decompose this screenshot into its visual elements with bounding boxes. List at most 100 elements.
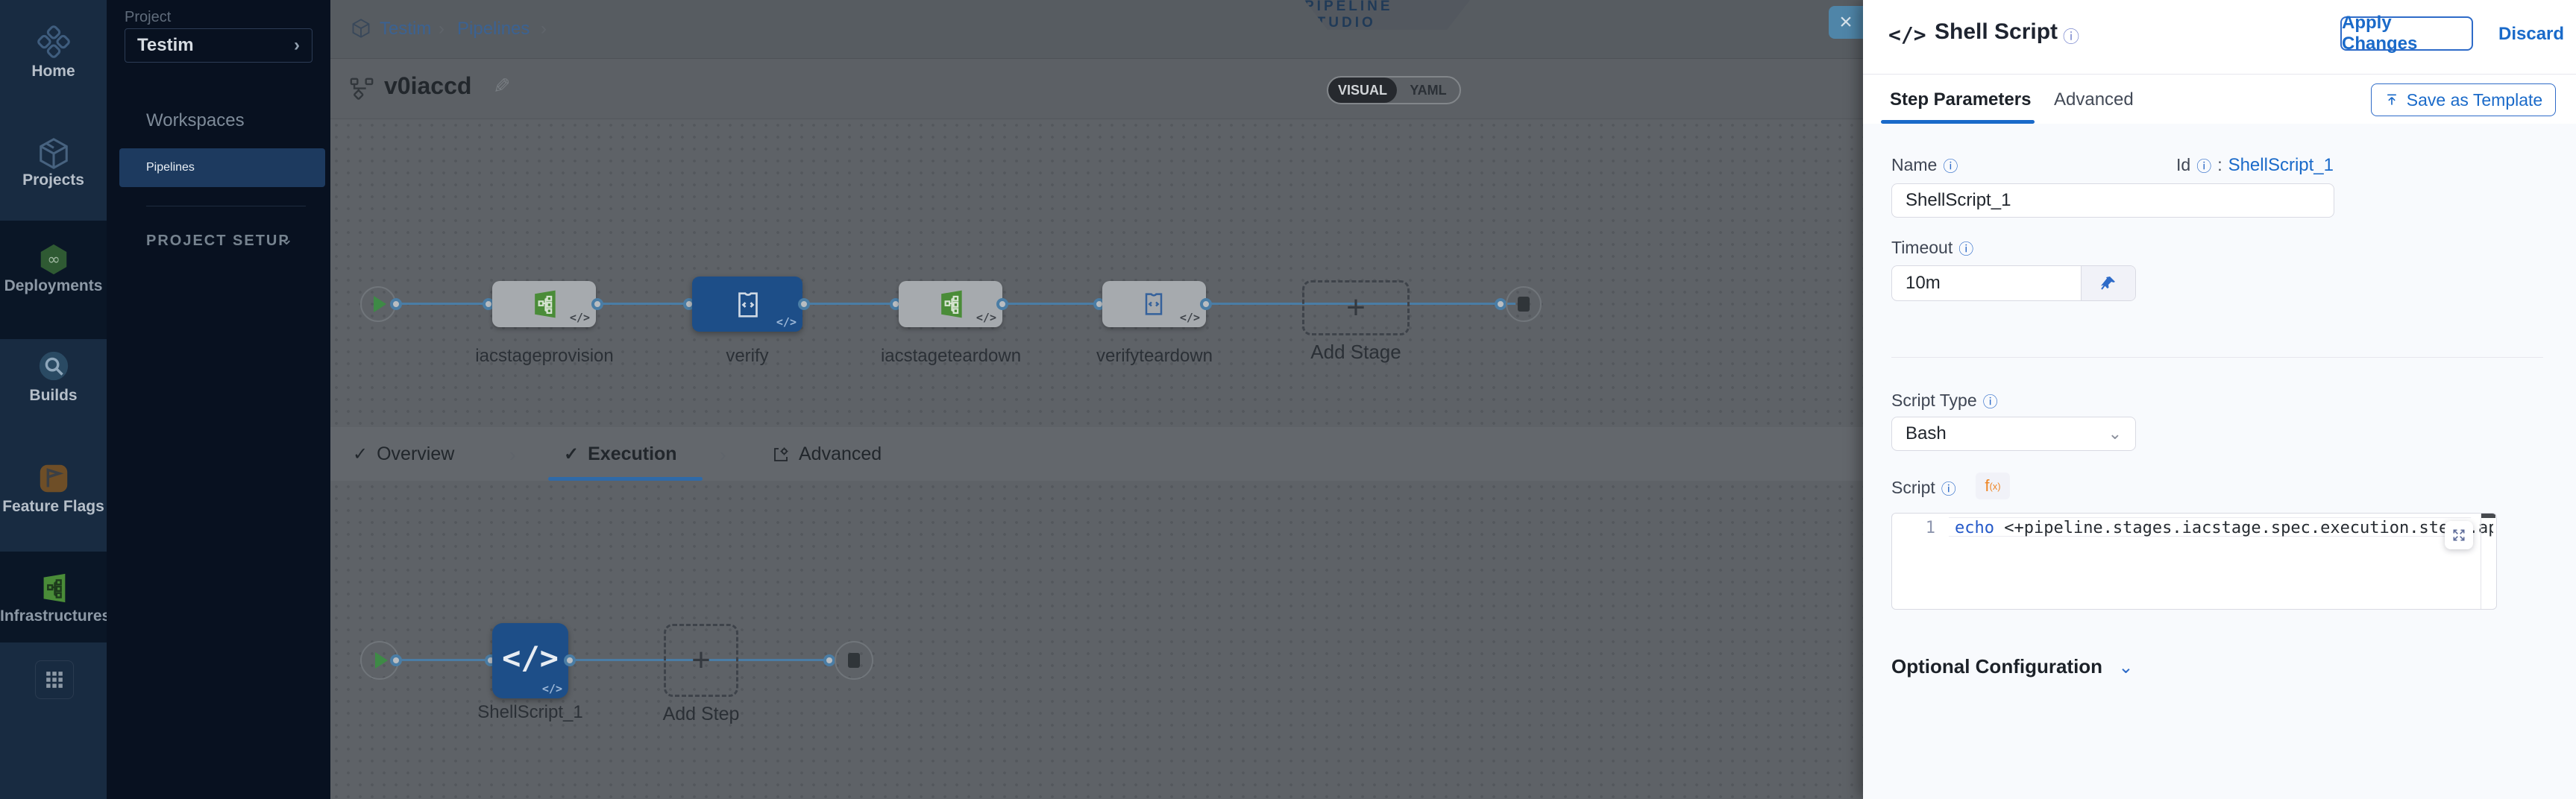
custom-stage-icon xyxy=(738,292,758,318)
all-modules-grid-icon[interactable] xyxy=(35,660,74,699)
shell-script-icon: </> xyxy=(1888,22,1926,47)
connector-dot xyxy=(1200,298,1212,310)
code-keyword: echo xyxy=(1955,519,1994,537)
info-icon[interactable]: ⓘ xyxy=(2063,28,2080,46)
upload-icon xyxy=(2387,94,2396,105)
add-step-label[interactable]: Add Step xyxy=(662,704,740,724)
optional-configuration-toggle[interactable]: Optional Configuration ⌄ xyxy=(1891,655,2133,678)
chevron-right-icon: › xyxy=(720,443,726,466)
connector-dot xyxy=(823,654,835,666)
project-selector[interactable]: Testim › xyxy=(125,28,312,63)
sidebar-item-infrastructures[interactable] xyxy=(0,571,107,609)
timeout-input-group: 10m xyxy=(1891,265,2136,301)
stage-label-iacstageprovision[interactable]: iacstageprovision xyxy=(475,346,614,366)
project-selector-value: Testim xyxy=(137,35,194,55)
tab-advanced[interactable]: Advanced xyxy=(2054,89,2134,110)
sidebar-band xyxy=(0,642,107,799)
chevron-down-icon: ⌄ xyxy=(2108,424,2122,443)
name-field-label: Name ⓘ xyxy=(1891,154,1958,176)
add-stage-button[interactable]: + xyxy=(1302,280,1410,335)
id-label-text: Id xyxy=(2176,155,2191,174)
project-cube-icon xyxy=(351,18,371,42)
info-icon[interactable]: ⓘ xyxy=(2196,159,2212,175)
save-as-template-button[interactable]: Save as Template xyxy=(2371,83,2556,116)
stage-label-verifyteardown[interactable]: verifyteardown xyxy=(1096,346,1213,366)
edit-pencil-icon[interactable]: ✎ xyxy=(493,75,511,98)
script-type-select[interactable]: Bash ⌄ xyxy=(1891,417,2136,451)
add-step-button[interactable]: + xyxy=(664,624,738,697)
close-drawer-button[interactable]: × xyxy=(1829,6,1863,39)
tab-overview[interactable]: ✓ Overview xyxy=(353,443,454,465)
toggle-yaml[interactable]: YAML xyxy=(1410,82,1447,98)
timeout-runtime-input-toggle[interactable] xyxy=(2081,266,2135,300)
pipeline-studio-banner: PIPELINE STUDIO xyxy=(1304,0,1470,30)
tab-step-parameters[interactable]: Step Parameters xyxy=(1890,89,2032,110)
breadcrumb-project[interactable]: Testim xyxy=(380,19,432,39)
module-sidebar: Home Projects ∞ Deployments xyxy=(0,0,110,799)
visual-yaml-toggle: VISUAL YAML xyxy=(1327,76,1461,104)
script-type-label-text: Script Type xyxy=(1891,391,1977,410)
info-icon[interactable]: ⓘ xyxy=(1943,159,1958,175)
sidebar-item-builds[interactable] xyxy=(0,349,107,387)
infrastructure-stage-icon xyxy=(535,290,556,318)
step-id-value[interactable]: ShellScript_1 xyxy=(2228,154,2334,175)
nav-item-pipelines[interactable]: Pipelines xyxy=(119,148,325,187)
step-connector-line xyxy=(396,659,836,661)
name-label-text: Name xyxy=(1891,155,1938,174)
toggle-visual[interactable]: VISUAL xyxy=(1328,78,1397,103)
timeout-label-text: Timeout xyxy=(1891,238,1953,257)
step-card-shellscript[interactable]: </> </> xyxy=(492,623,568,698)
script-field-label: Script ⓘ xyxy=(1891,477,1956,499)
tab-advanced[interactable]: Advanced xyxy=(772,443,882,465)
chevron-down-icon: ⌄ xyxy=(2118,657,2134,678)
script-code-editor[interactable]: 1 echo <+pipeline.stages.iacstage.spec.e… xyxy=(1891,513,2497,610)
stage-label-iacstageteardown[interactable]: iacstageteardown xyxy=(880,346,1022,366)
sidebar-item-feature-flags[interactable] xyxy=(0,461,107,499)
tab-overview-label: Overview xyxy=(377,443,455,464)
tab-advanced-label: Advanced xyxy=(799,443,882,464)
fx-sub: (x) xyxy=(1989,480,2001,492)
step-label-shellscript[interactable]: ShellScript_1 xyxy=(477,702,583,722)
fx-f: f xyxy=(1985,476,1990,495)
breadcrumb-pipelines[interactable]: Pipelines xyxy=(457,19,530,39)
drawer-title: Shell Script xyxy=(1935,19,2058,44)
editor-scrollbar[interactable] xyxy=(2481,514,2495,518)
add-stage-label[interactable]: Add Stage xyxy=(1310,341,1401,363)
chevron-down-icon[interactable]: ⌄ xyxy=(280,230,294,248)
stage-card-verify[interactable]: </> xyxy=(692,277,802,332)
stage-card-iacstageteardown[interactable]: </> xyxy=(899,281,1002,327)
discard-button[interactable]: Discard xyxy=(2498,24,2565,44)
sidebar-item-projects[interactable] xyxy=(0,136,107,174)
chevron-right-icon: › xyxy=(294,35,300,55)
tab-execution[interactable]: ✓ Execution xyxy=(564,443,677,465)
code-line[interactable]: echo <+pipeline.stages.iacstage.spec.exe… xyxy=(1955,519,2493,537)
chevron-right-icon: › xyxy=(509,443,516,466)
home-icon xyxy=(37,25,71,62)
sidebar-item-label: Projects xyxy=(22,171,84,189)
apply-changes-button[interactable]: Apply Changes xyxy=(2340,13,2473,54)
shell-script-icon: </> xyxy=(502,639,559,676)
info-icon[interactable]: ⓘ xyxy=(1941,481,1956,498)
pipeline-title-bar: v0iaccd ✎ xyxy=(330,59,1863,119)
expression-fx-badge[interactable]: f(x) xyxy=(1976,473,2010,499)
info-icon[interactable]: ⓘ xyxy=(1982,394,1998,411)
sidebar-item-home[interactable] xyxy=(0,25,107,63)
stage-card-iacstageprovision[interactable]: </> xyxy=(492,281,596,327)
timeout-field-label: Timeout ⓘ xyxy=(1891,237,1973,259)
info-icon[interactable]: ⓘ xyxy=(1958,241,1974,258)
line-number: 1 xyxy=(1925,519,1935,537)
stage-end-node xyxy=(1506,286,1542,322)
expand-editor-button[interactable] xyxy=(2445,521,2473,549)
timeout-input[interactable]: 10m xyxy=(1906,273,1941,293)
projects-cube-icon xyxy=(37,138,71,174)
stage-label-verify[interactable]: verify xyxy=(726,346,769,366)
pin-icon xyxy=(2101,277,2115,290)
check-icon: ✓ xyxy=(564,444,579,464)
connector-dot xyxy=(996,298,1008,310)
deployments-icon: ∞ xyxy=(37,244,71,280)
nav-item-workspaces[interactable]: Workspaces xyxy=(146,110,245,130)
name-input[interactable]: ShellScript_1 xyxy=(1891,183,2334,218)
sidebar-item-deployments[interactable]: ∞ xyxy=(0,242,107,280)
stage-card-verifyteardown[interactable]: </> xyxy=(1102,281,1206,327)
project-setup-label[interactable]: PROJECT SETUP xyxy=(146,233,290,249)
